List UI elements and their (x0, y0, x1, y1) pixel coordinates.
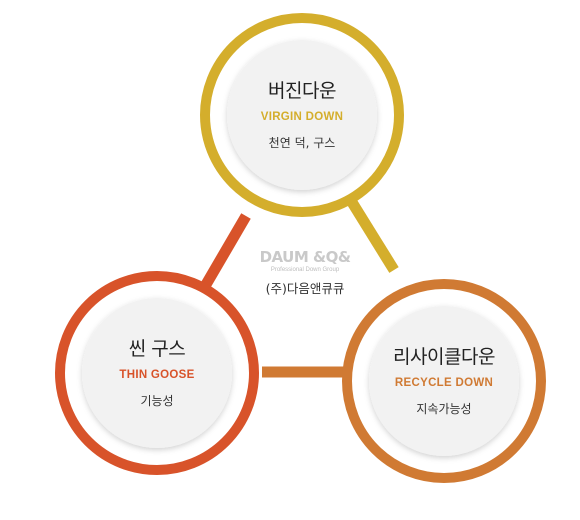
inner-virgin (227, 40, 377, 190)
inner-recycle (369, 306, 519, 456)
node-title: 버진다운 (268, 80, 336, 103)
node-title: 씬 구스 (128, 338, 186, 361)
node-description: 지속가능성 (416, 401, 472, 416)
node-description: 천연 덕, 구스 (268, 135, 336, 150)
center-logo: DAUM &Q& Professional Down Group (주)다음앤큐… (250, 250, 360, 296)
company-name: (주)다음앤큐큐 (265, 281, 345, 296)
node-recycle-down: 리사이클다운 RECYCLE DOWN 지속가능성 (369, 306, 519, 456)
brand-logo-text: DAUM &Q& (259, 248, 351, 266)
node-virgin-down: 버진다운 VIRGIN DOWN 천연 덕, 구스 (227, 40, 377, 190)
node-title: 리사이클다운 (393, 346, 495, 369)
connector-virgin-thin (199, 213, 251, 291)
node-thin-goose: 씬 구스 THIN GOOSE 기능성 (82, 298, 232, 448)
node-subtitle: VIRGIN DOWN (260, 111, 344, 124)
node-subtitle: RECYCLE DOWN (394, 377, 494, 390)
node-description: 기능성 (140, 393, 174, 408)
inner-thin (82, 298, 232, 448)
node-subtitle: THIN GOOSE (119, 369, 195, 382)
brand-tagline: Professional Down Group (270, 267, 340, 273)
connector-virgin-recycle (345, 196, 399, 273)
